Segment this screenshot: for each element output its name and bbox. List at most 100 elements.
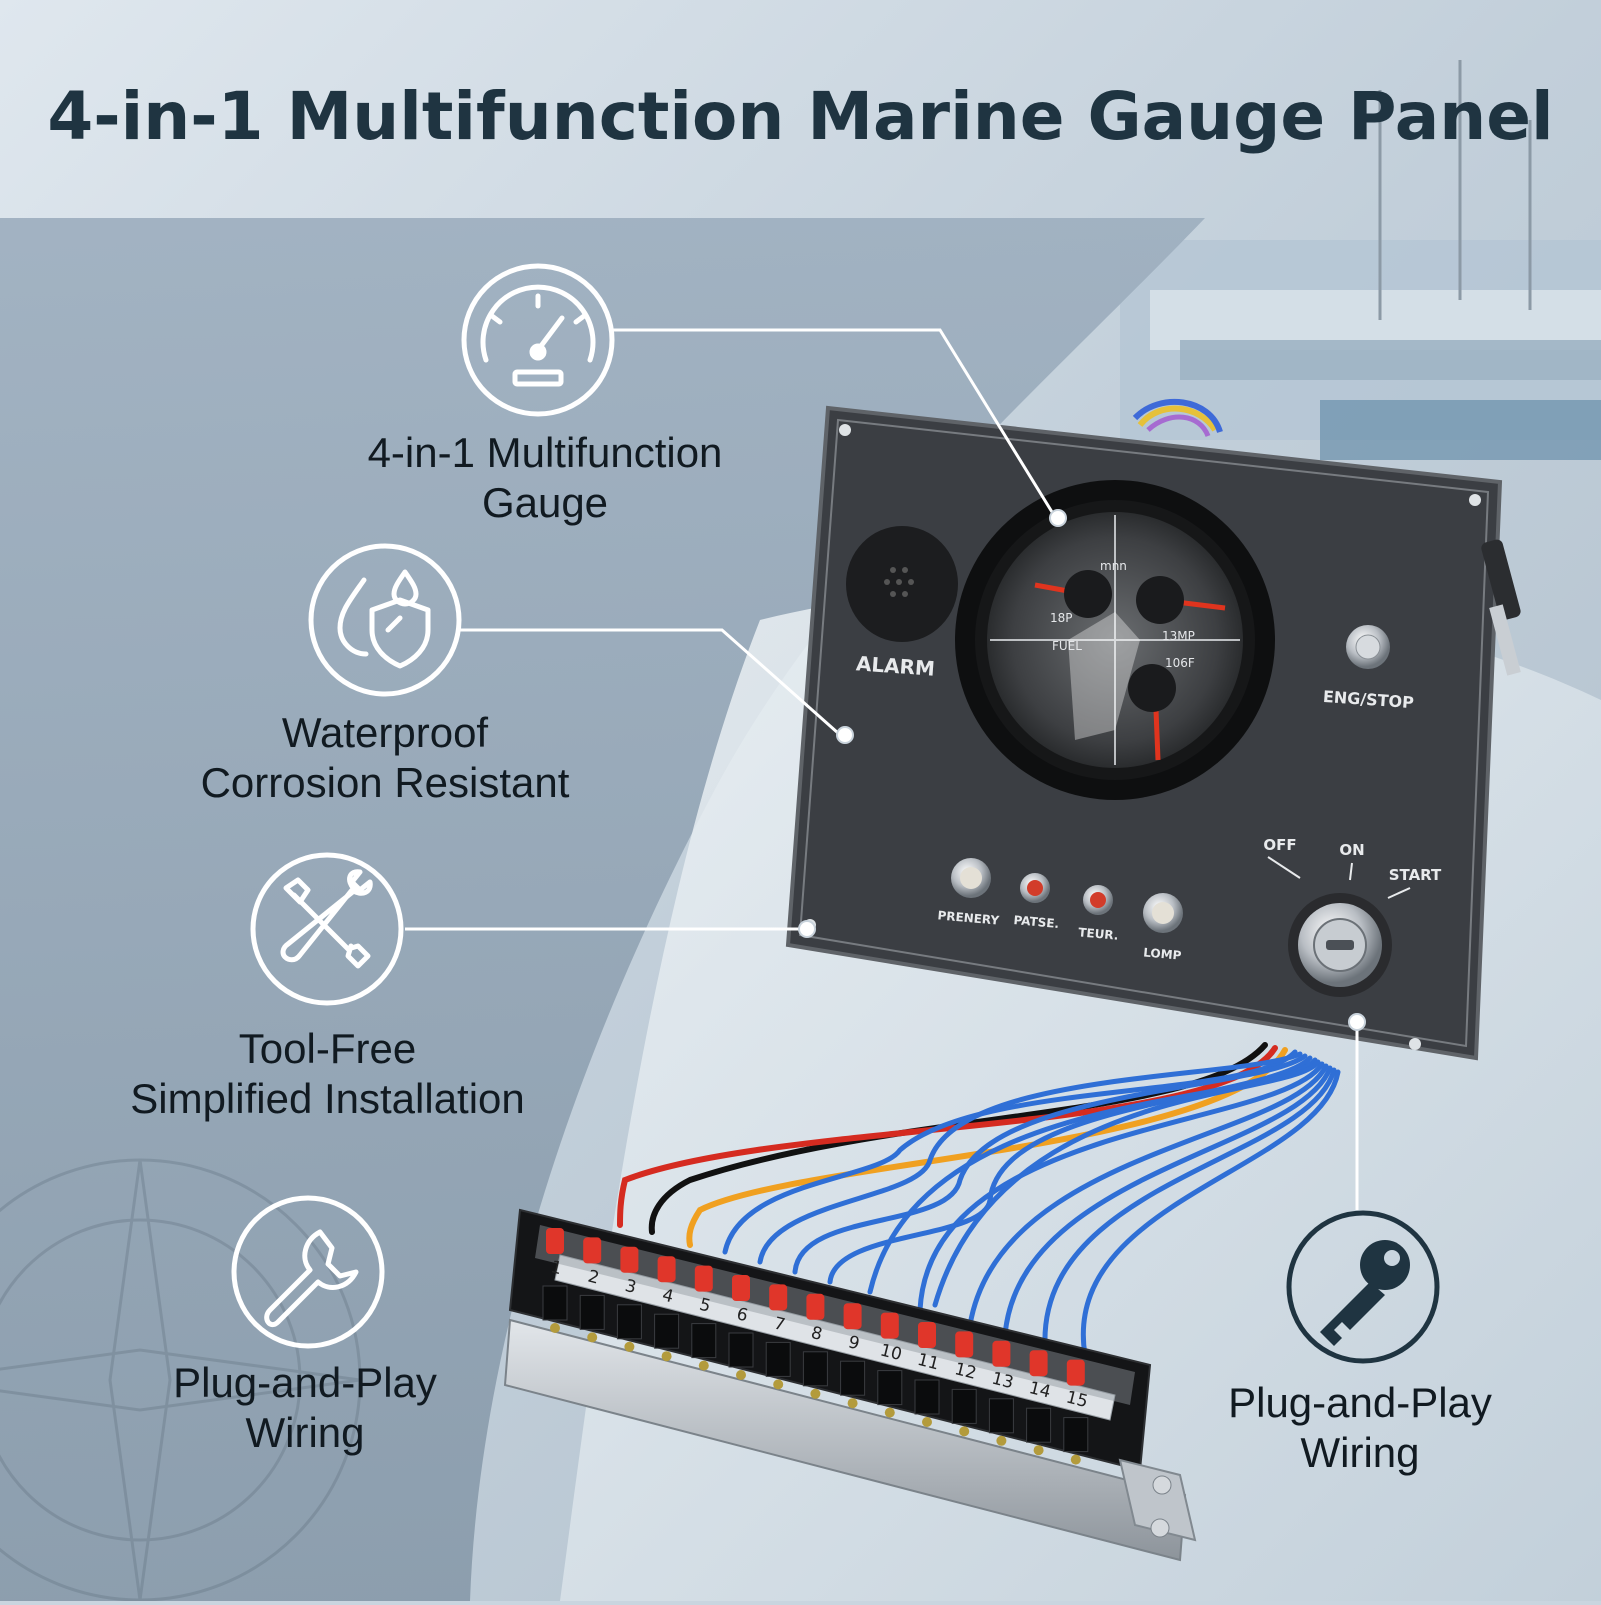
feature-label-wiring-right: Plug-and-Play Wiring — [1195, 1378, 1525, 1478]
feature-label-wiring-left-line-2: Wiring — [245, 1409, 365, 1456]
terminal-lug — [736, 1370, 746, 1380]
key-icon — [1286, 1210, 1440, 1364]
alarm-label: ALARM — [855, 651, 935, 680]
terminal-cell — [914, 1379, 940, 1415]
wire-connector — [546, 1228, 564, 1254]
feature-label-wiring-right-line-1: Plug-and-Play — [1228, 1379, 1492, 1426]
ignition-key — [1481, 539, 1521, 676]
gauge-readout-2: 18P — [1050, 611, 1073, 625]
wire-connector — [843, 1303, 862, 1330]
terminal-cell — [765, 1341, 791, 1377]
terminal-cell — [951, 1388, 977, 1424]
feature-label-tool-free-line-2: Simplified Installation — [130, 1075, 525, 1122]
terminal-cell — [877, 1370, 903, 1406]
terminal-lug — [847, 1398, 858, 1409]
gauge-readout-5: 106F — [1165, 656, 1195, 670]
terminal-cell — [728, 1332, 754, 1368]
terminal-lug — [587, 1332, 598, 1343]
terminal-number: 6 — [735, 1304, 750, 1326]
feature-label-tool-free-line-1: Tool-Free — [238, 1025, 417, 1072]
feature-label-wiring-right-line-2: Wiring — [1300, 1429, 1420, 1476]
wire-connector — [880, 1312, 899, 1339]
page-title: 4-in-1 Multifunction Marine Gauge Panel — [47, 78, 1554, 155]
wire-connector — [918, 1322, 936, 1348]
marina-background — [1120, 60, 1601, 460]
terminal-number: 9 — [846, 1332, 861, 1354]
wire-connector — [1066, 1359, 1085, 1386]
terminal-cell — [1063, 1417, 1089, 1453]
wire-connector — [806, 1293, 825, 1320]
terminal-lug — [624, 1341, 635, 1352]
wire-connector — [694, 1265, 713, 1292]
wire-connector — [732, 1275, 750, 1301]
left-band — [0, 218, 1205, 1601]
wiring-harness — [617, 1042, 1341, 1358]
wire-connector — [583, 1237, 602, 1264]
wire-connector — [657, 1256, 676, 1283]
feature-label-gauge: 4-in-1 Multifunction Gauge — [310, 428, 780, 528]
control-panel: ALARM mnn 18P FUEL 13MP 106F ENG/STOP — [785, 398, 1521, 1061]
terminal-lug — [884, 1407, 895, 1418]
terminal-cell — [579, 1294, 605, 1330]
terminal-number: 1 — [549, 1257, 564, 1279]
terminal-cell — [840, 1360, 866, 1396]
ignition-start-label: START — [1389, 866, 1442, 884]
terminal-lug — [996, 1435, 1007, 1446]
switch-label-3: TEUR. — [1078, 925, 1119, 942]
feature-label-gauge-line-1: 4-in-1 Multifunction — [367, 429, 723, 476]
wire-connector — [620, 1246, 639, 1273]
feature-label-waterproof: Waterproof Corrosion Resistant — [170, 708, 600, 808]
feature-label-gauge-line-2: Gauge — [481, 479, 609, 526]
callout-dots — [798, 509, 1366, 1031]
callout-lines — [405, 328, 1359, 1210]
terminal-cell — [988, 1398, 1014, 1434]
compass-watermark — [0, 1158, 362, 1602]
gauge-icon — [461, 263, 615, 417]
terminal-lug — [959, 1426, 970, 1437]
terminal-lug — [922, 1417, 932, 1427]
terminal-lug — [810, 1388, 821, 1399]
switch-label-2: PATSE. — [1013, 913, 1060, 931]
terminal-cell — [1026, 1407, 1052, 1443]
terminal-lug — [1033, 1445, 1044, 1456]
terminal-number: 5 — [697, 1295, 712, 1317]
feature-label-waterproof-line-1: Waterproof — [281, 709, 489, 756]
feature-label-wiring-left-line-1: Plug-and-Play — [173, 1359, 437, 1406]
terminal-cell — [691, 1323, 717, 1359]
terminal-cell — [616, 1304, 642, 1340]
terminal-cell — [802, 1351, 828, 1387]
terminal-lug — [550, 1323, 560, 1333]
water-shield-icon — [308, 543, 462, 697]
wire-connector — [955, 1331, 974, 1358]
tools-icon — [250, 852, 404, 1006]
feature-label-tool-free: Tool-Free Simplified Installation — [90, 1024, 565, 1124]
wire-connector — [769, 1284, 788, 1311]
wrench-icon — [231, 1195, 385, 1349]
terminal-lug — [661, 1351, 672, 1362]
terminal-lug — [1070, 1454, 1081, 1465]
terminal-number: 2 — [586, 1267, 601, 1289]
terminal-cell — [542, 1285, 568, 1321]
wire-connector — [992, 1340, 1011, 1367]
switch-label-1: PRENERY — [937, 908, 1000, 927]
gauge-readout-1: mnn — [1100, 559, 1127, 573]
terminal-lug — [698, 1360, 709, 1371]
feature-label-wiring-left: Plug-and-Play Wiring — [140, 1358, 470, 1458]
terminal-lug — [773, 1379, 784, 1390]
terminal-number: 4 — [660, 1285, 675, 1307]
terminal-number: 8 — [809, 1323, 824, 1345]
switch-label-4: LOMP — [1143, 945, 1182, 962]
terminal-number: 7 — [772, 1314, 787, 1336]
ignition-on-label: ON — [1339, 841, 1364, 859]
feature-label-waterproof-line-2: Corrosion Resistant — [200, 759, 570, 806]
gauge-readout-3: FUEL — [1052, 639, 1082, 653]
terminal-cell — [654, 1313, 680, 1349]
ignition-off-label: OFF — [1263, 836, 1296, 854]
gauge-readout-4: 13MP — [1162, 629, 1195, 643]
terminal-number: 3 — [623, 1276, 638, 1298]
alarm-buzzer — [846, 526, 958, 642]
